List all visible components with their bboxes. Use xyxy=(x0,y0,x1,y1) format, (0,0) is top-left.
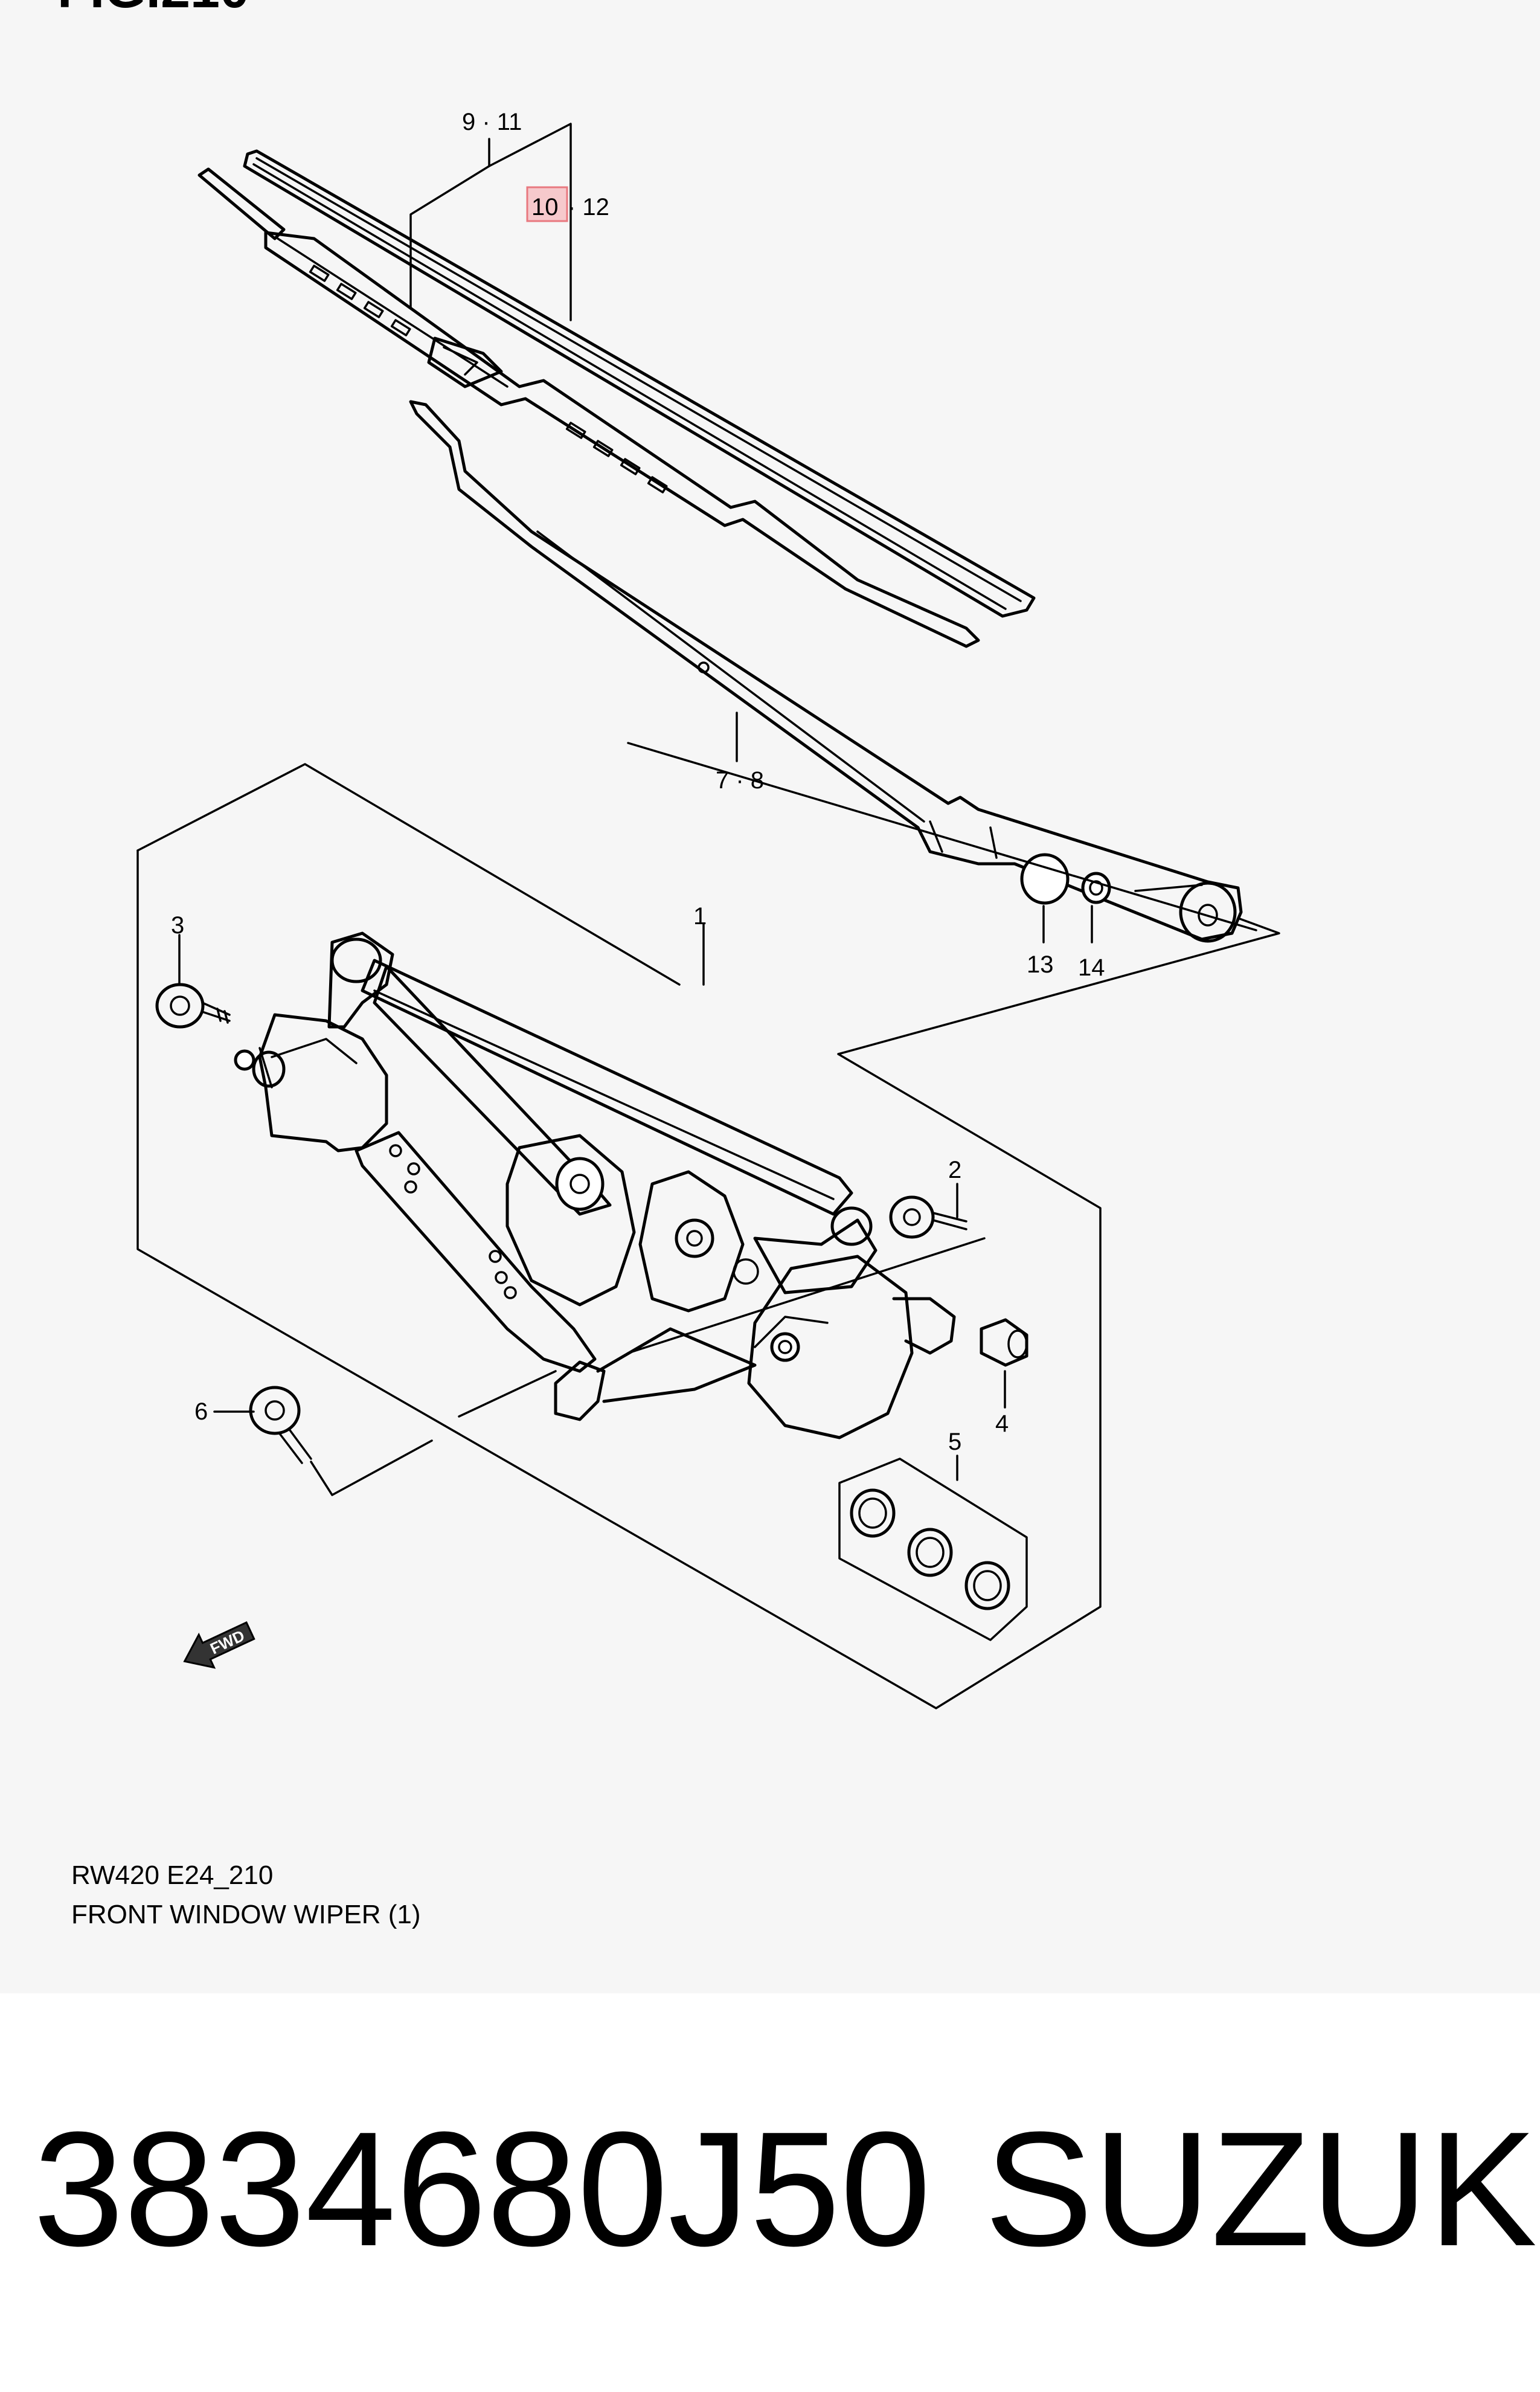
wiper-exploded-diagram: FIG.210 xyxy=(57,0,1280,1709)
highlight-box xyxy=(526,186,568,222)
label-3: 3 xyxy=(171,912,184,939)
label-9-11: 9 · 11 xyxy=(462,109,522,135)
footer xyxy=(0,1993,1540,2392)
arm-cap[interactable]: 13 xyxy=(1020,853,1070,978)
brand-name: SUZUKI xyxy=(984,2098,1540,2280)
arm-nut[interactable]: 14 xyxy=(1078,872,1111,981)
label-2: 2 xyxy=(948,1157,961,1183)
figure-title: FIG.210 xyxy=(57,0,249,19)
bolt-right[interactable]: 2 xyxy=(627,1157,986,1354)
blade-leader: 9 · 11 10 · 12 xyxy=(409,109,609,321)
diagram-name: FRONT WINDOW WIPER (1) xyxy=(71,1900,421,1929)
bolt-lower[interactable]: 6 xyxy=(194,1370,557,1496)
part-number: 3834680J50 xyxy=(33,2098,931,2280)
label-1: 1 xyxy=(693,903,707,930)
label-5: 5 xyxy=(948,1429,961,1455)
diagram-panel: FIG.210 xyxy=(57,0,1280,1929)
wiper-linkage[interactable] xyxy=(234,931,956,1439)
label-14: 14 xyxy=(1078,954,1105,981)
wiper-arm[interactable] xyxy=(409,400,1243,943)
bushing[interactable]: 4 xyxy=(980,1318,1028,1437)
label-4: 4 xyxy=(995,1410,1009,1437)
label-13: 13 xyxy=(1027,951,1054,978)
fwd-arrow-icon: FWD xyxy=(183,1621,255,1669)
grommets[interactable]: 5 xyxy=(838,1429,1028,1641)
label-6: 6 xyxy=(194,1398,208,1425)
label-10: 10 xyxy=(531,194,559,220)
linkage-frame-box xyxy=(136,742,1280,1709)
wiper-blade[interactable] xyxy=(197,149,1036,648)
diagram-code: RW420 E24_210 xyxy=(71,1860,274,1890)
bolt-left[interactable]: 3 xyxy=(155,912,231,1029)
label-12: · 12 xyxy=(568,194,609,220)
